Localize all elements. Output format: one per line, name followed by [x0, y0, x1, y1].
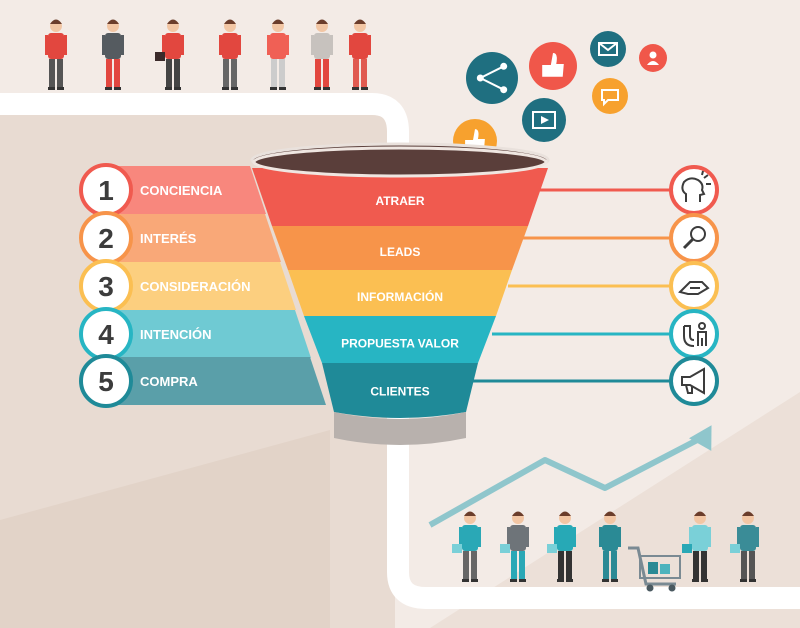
- stage-ribbon-1: [105, 166, 266, 214]
- funnel-band-4: [304, 316, 496, 369]
- person-bottom-6: [730, 511, 759, 582]
- stage-number-2: 2: [98, 223, 114, 254]
- email-icon: [590, 31, 626, 67]
- funnel-band-1: [252, 168, 548, 232]
- stage-label-1: CONCIENCIA: [140, 183, 223, 198]
- stage-label-5: COMPRA: [140, 374, 198, 389]
- stage-ribbon-3: [105, 262, 296, 310]
- magnifier-icon-badge: [669, 213, 719, 263]
- user-icon: [639, 44, 667, 72]
- chat-icon: [592, 78, 628, 114]
- lower-left-panel: [0, 430, 330, 628]
- funnel-label-2: LEADS: [380, 245, 421, 259]
- share-icon: [466, 52, 518, 104]
- person-bottom-4: [599, 511, 621, 582]
- megaphone-icon: [681, 367, 705, 395]
- funnel-opening: [252, 146, 548, 178]
- right-icon-column: [472, 165, 719, 406]
- video-icon: [522, 98, 566, 142]
- social-icons: [453, 31, 667, 163]
- stage-number-4: 4: [98, 319, 114, 350]
- person-bottom-1: [452, 511, 481, 582]
- stage-label-4: INTENCIÓN: [140, 327, 212, 342]
- stage-number-badge-5: [79, 354, 133, 408]
- stage-number-5: 5: [98, 366, 114, 397]
- shopping-cart-icon: [628, 546, 681, 592]
- head-idea-icon: [681, 170, 711, 202]
- stage-label-2: INTERÉS: [140, 231, 197, 246]
- magnifier-icon: [682, 226, 706, 250]
- funnel-band-3: [288, 270, 512, 322]
- person-top-2: [102, 19, 124, 90]
- funnel-label-3: INFORMACIÓN: [357, 289, 443, 304]
- handshake-icon-badge: [669, 261, 719, 311]
- person-top-1: [45, 19, 67, 90]
- funnel-label-5: CLIENTES: [370, 385, 429, 399]
- stage-number-3: 3: [98, 271, 114, 302]
- growth-arrow: [428, 433, 707, 528]
- person-bottom-2: [500, 511, 529, 582]
- person-top-4: [219, 19, 241, 90]
- stage-ribbon-4: [105, 310, 311, 358]
- thumbs-up-icon: [529, 42, 577, 90]
- person-bottom-3: [547, 511, 576, 582]
- funnel-spout: [334, 412, 466, 445]
- person-top-6: [311, 19, 333, 90]
- person-top-3: [155, 19, 184, 90]
- magnet-person-icon-badge: [669, 309, 719, 359]
- head-idea-icon-badge: [669, 165, 719, 215]
- person-top-5: [267, 19, 289, 90]
- person-top-7: [349, 19, 371, 90]
- stage-ribbon-5: [105, 357, 326, 405]
- funnel-band-2: [272, 226, 528, 276]
- top-crowd: [45, 19, 371, 90]
- stage-label-3: CONSIDERACIÓN: [140, 279, 251, 294]
- sales-funnel: ATRAER LEADS INFORMACIÓN PROPUESTA VALOR CLI…: [250, 142, 550, 445]
- funnel-label-1: ATRAER: [375, 194, 424, 208]
- growth-arrow-head: [689, 425, 712, 451]
- stage-ribbon-2: [105, 214, 281, 262]
- magnet-person-icon: [683, 322, 707, 347]
- person-bottom-5: [682, 511, 711, 582]
- bottom-crowd: [452, 511, 759, 582]
- handshake-icon: [678, 281, 710, 295]
- stage-number-1: 1: [98, 175, 114, 206]
- funnel-label-4: PROPUESTA VALOR: [341, 337, 459, 351]
- funnel-band-5: [322, 363, 478, 418]
- stage-list: 1 CONCIENCIA 2 INTERÉS 3 CONSIDERACIÓN 4 INTENC…: [79, 163, 326, 408]
- megaphone-icon-badge: [669, 356, 719, 406]
